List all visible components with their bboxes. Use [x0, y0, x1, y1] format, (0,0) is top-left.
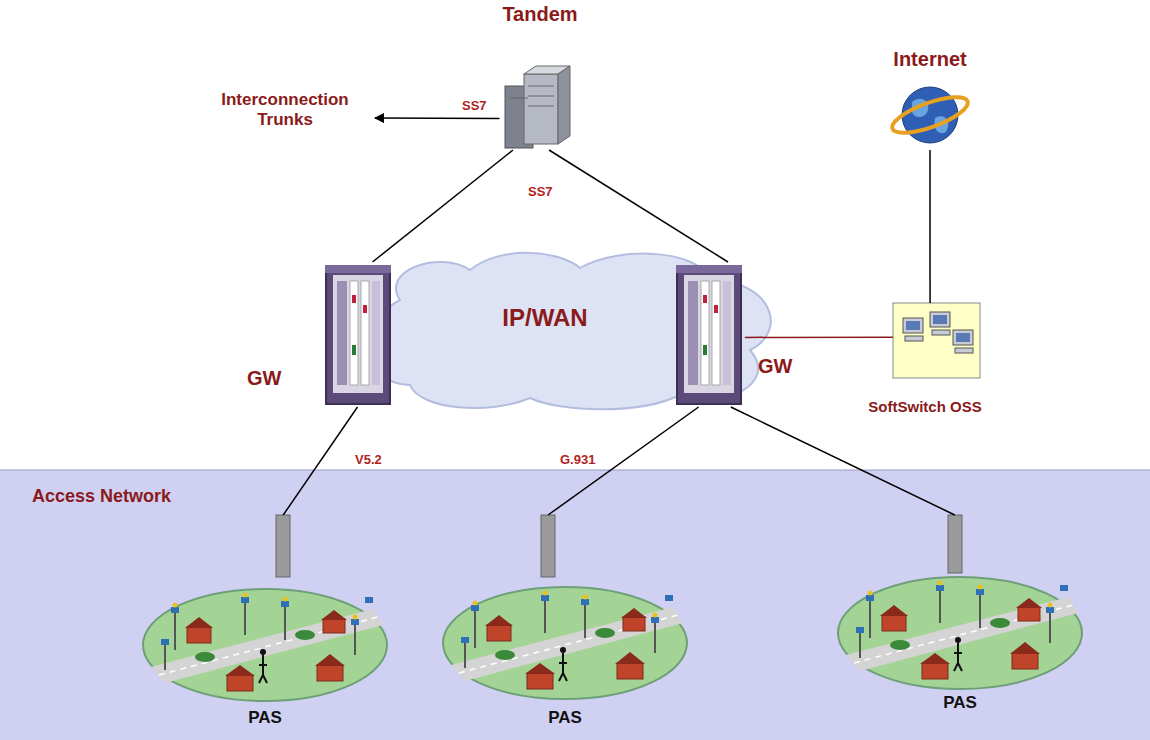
node-label: Internet	[880, 47, 980, 71]
pas-cluster: PAS	[135, 515, 395, 730]
node-label: PAS	[435, 708, 695, 728]
node-label: SoftSwitch OSS	[855, 398, 995, 416]
tandem-switch: Tandem	[495, 0, 585, 150]
pas-cluster: PAS	[435, 515, 695, 730]
node-label: PAS	[135, 708, 395, 728]
link-line	[375, 117, 500, 119]
protocol-label: G.931	[560, 452, 595, 468]
node-label: GW	[758, 354, 812, 378]
protocol-label: SS7	[528, 184, 553, 200]
node-label: Access Network	[32, 486, 252, 508]
link-line	[548, 407, 699, 515]
trunk-label: Interconnection Trunks	[195, 90, 375, 142]
pas-cluster: PAS	[830, 515, 1090, 730]
link-line	[283, 407, 357, 515]
internet-globe: Internet	[880, 45, 980, 150]
link-line	[373, 150, 514, 262]
softswitch-oss: SoftSwitch OSS	[855, 300, 995, 420]
access-network-band: Access NetworkPAS PAS PAS	[0, 470, 1150, 740]
node-label: PAS	[830, 693, 1090, 713]
gateway: GW	[245, 262, 395, 407]
node-label: IP/WAN	[465, 304, 625, 333]
ip-wan-cloud: IP/WAN	[370, 262, 780, 412]
protocol-label: V5.2	[355, 452, 382, 468]
node-label: Tandem	[495, 2, 585, 26]
protocol-label: SS7	[462, 98, 487, 114]
node-label: Interconnection Trunks	[195, 90, 375, 131]
gateway: GW	[672, 262, 812, 407]
link-line	[929, 150, 931, 303]
link-line	[731, 407, 955, 515]
link-line	[745, 336, 893, 338]
link-line	[549, 150, 728, 262]
node-label: GW	[247, 366, 303, 390]
